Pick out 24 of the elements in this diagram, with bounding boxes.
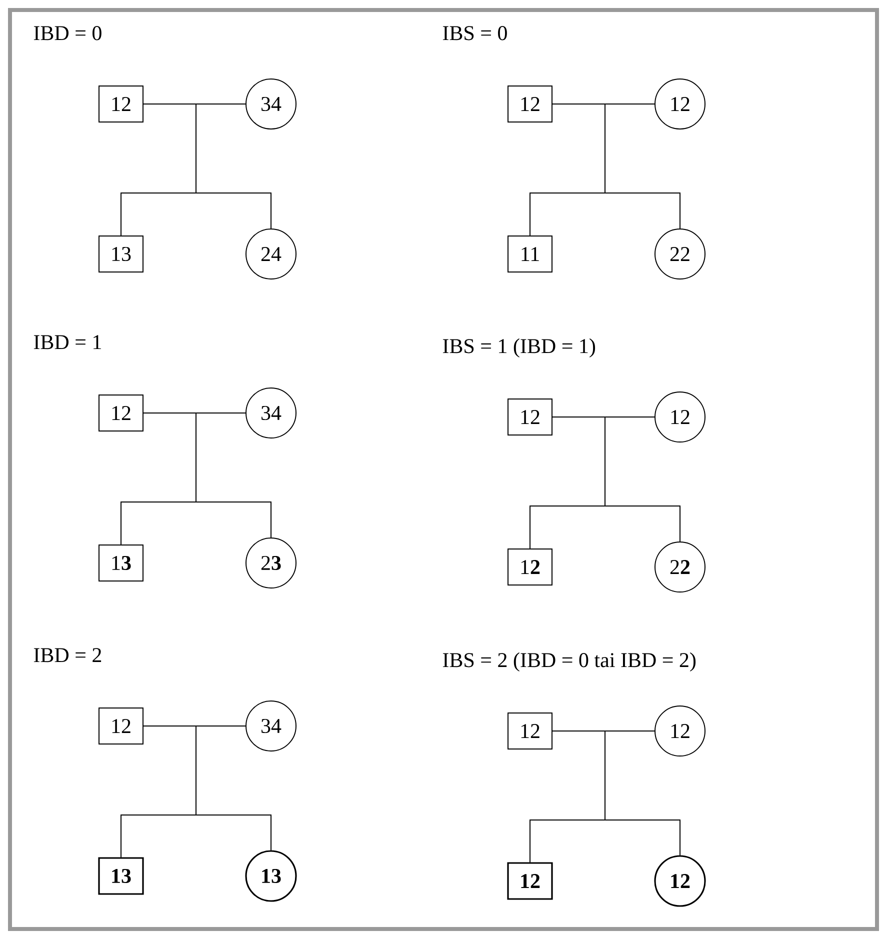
- male-square: 13: [98, 544, 144, 582]
- male-square: 12: [98, 708, 144, 744]
- male-square: 12: [98, 394, 144, 432]
- panel-title: IBS = 1 (IBD = 1): [442, 338, 596, 358]
- descent-line: [196, 726, 272, 851]
- male-square: 12: [98, 86, 144, 122]
- descent-line: [196, 412, 272, 538]
- descent-line: [604, 730, 680, 856]
- descent-line: [196, 104, 272, 229]
- male-square: 12: [508, 398, 552, 436]
- male-square: 12: [508, 86, 552, 122]
- male-square: 12: [508, 712, 552, 750]
- descent-line: [604, 416, 680, 542]
- panel-title: IBS = 2 (IBD = 0 tai IBD = 2): [442, 652, 696, 672]
- panel-title: IBD = 1: [34, 335, 101, 350]
- descent-line: [604, 104, 680, 229]
- panel-title: IBS = 0: [442, 26, 507, 40]
- male-square: 13: [98, 236, 144, 272]
- male-square: 11: [508, 236, 552, 272]
- panel-title: IBD = 2: [34, 648, 102, 662]
- male-square: 12: [507, 862, 553, 900]
- panel-title: IBD = 0: [34, 26, 102, 40]
- male-square: 13: [98, 857, 144, 895]
- male-square: 12: [508, 548, 552, 586]
